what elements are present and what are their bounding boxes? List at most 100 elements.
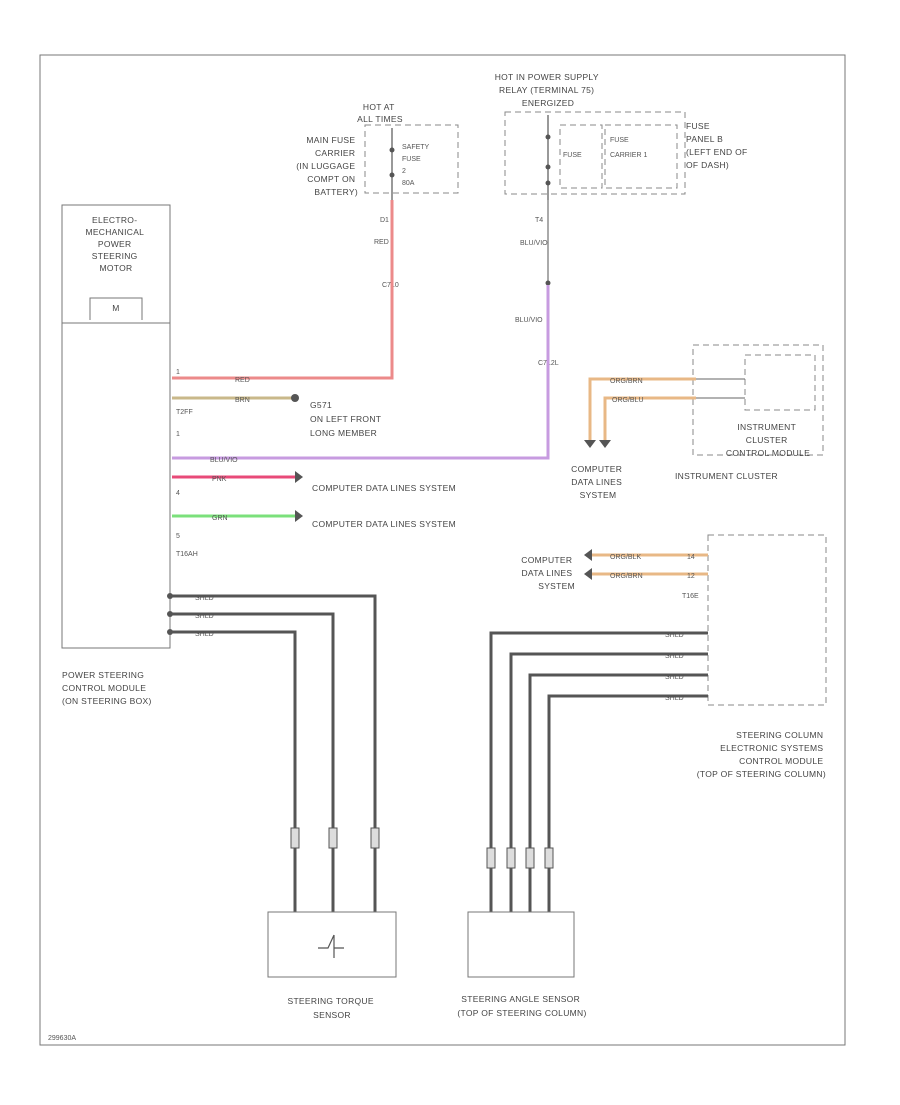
cdls-stack-label-1: COMPUTER DATA LINES SYSTEM [571,464,625,500]
wire-sensor-1 [172,594,377,912]
wire-label-shld: SHLD [665,695,684,702]
steering-torque-sensor-label: STEERING TORQUE SENSOR [287,996,376,1020]
wire-label-bu-vi: BLU/VIO [210,457,238,464]
wire-label-shld: SHLD [195,613,214,620]
fuse-carrier-mid-label: FUSE CARRIER 1 [610,137,647,159]
safety-fuse-label: SAFETY FUSE 2 80A [402,144,431,187]
pin-terminal [167,611,173,617]
wire-label-org-blu: ORG/BLU [612,397,644,404]
wire-label-red: RED [235,377,250,384]
wire-blu-vio [172,285,550,460]
wire-label-shld: SHLD [665,674,684,681]
fuse-terminal [545,134,551,140]
wire-label-shld: SHLD [195,595,214,602]
wire-angle-3 [528,673,708,912]
motor-symbol: M [112,303,119,313]
connector-marker [328,827,338,849]
instrument-cluster-box [692,344,824,456]
pin-5: 5 [176,533,180,540]
connector-marker [370,827,380,849]
motor-label: ELECTRO- MECHANICAL POWER STEERING MOTOR [85,215,146,273]
connector-marker [544,847,554,869]
connector-marker [506,847,516,869]
wire-label-org-brn: ORG/BRN [610,378,643,385]
wire-angle-4 [547,694,708,912]
splice-point [545,280,551,286]
pin-14: 14 [687,554,695,561]
cdls-label-1: COMPUTER DATA LINES SYSTEM [312,483,456,493]
wire-org-brn [588,377,696,440]
main-fuse-label: MAIN FUSE CARRIER (IN LUGGAGE COMPT ON B… [296,135,358,197]
connector-marker [290,827,300,849]
connector-c710: C710 [382,282,399,289]
fuse-small-box [559,124,603,189]
steering-angle-sensor-label: STEERING ANGLE SENSOR (TOP OF STEERING C… [457,994,586,1018]
connector-t16ah: T16AH [176,551,198,558]
wire-label-pnk: PNK [212,476,227,483]
wire-label-shld: SHLD [195,631,214,638]
instrument-cluster-inner-label: INSTRUMENT CLUSTER CONTROL MODULE [726,422,810,458]
fuse-carrier-1-box [604,124,678,189]
wire-label-org-blk: ORG/BLK [610,554,641,561]
cdls-stack-label-2: COMPUTER DATA LINES SYSTEM [521,555,575,591]
fuse-terminal [545,180,551,186]
wire-sensor-2 [172,612,335,912]
pin-terminal [167,593,173,599]
fuse-panel-b-outline [504,111,686,195]
hot-at-all-times-label: HOT AT ALL TIMES [357,102,403,124]
pin-12: 12 [687,573,695,580]
ground-label: G571 ON LEFT FRONT LONG MEMBER [310,400,384,438]
instrument-cluster-label: INSTRUMENT CLUSTER [675,471,778,481]
pscm-box [61,322,171,649]
sensor-symbol-icon [318,934,344,958]
fuse-terminal [389,172,395,178]
arrow-down-icon [584,440,596,448]
footer-code: 299630A [48,1035,76,1042]
arrow-left-icon [584,568,592,580]
wire-label-shld: SHLD [665,632,684,639]
cdls-label-2: COMPUTER DATA LINES SYSTEM [312,519,456,529]
diagram-frame [39,54,846,1046]
terminal-d1: D1 [380,217,389,224]
fuse-small-label: FUSE [563,152,582,159]
wire-sensor-3 [172,630,297,912]
wire-label-shld: SHLD [665,653,684,660]
pscm-label: POWER STEERING CONTROL MODULE (ON STEERI… [62,670,152,706]
instrument-cluster-inner [744,354,816,411]
pin-terminal [167,629,173,635]
steering-torque-sensor-box [267,911,397,978]
arrow-icon [295,471,303,483]
wire-label-brn: BRN [235,397,250,404]
connector-t2ff: T2FF [176,409,193,416]
pin-1: 1 [176,369,180,376]
wire-angle-1 [489,631,708,912]
connector-marker [525,847,535,869]
wire-label-org-brn-2: ORG/BRN [610,573,643,580]
arrow-left-icon [584,549,592,561]
wire-label-bu-vi-upper: BLU/VIO [520,240,548,247]
motor-symbol-frame [89,297,143,320]
wire-label-bu-vi-lower: BLU/VIO [515,317,543,324]
fuse-terminal [389,147,395,153]
wire-angle-2 [509,652,708,912]
wire-label-grn: GRN [212,515,228,522]
fuse-terminal [545,164,551,170]
hot-in-power-supply-label: HOT IN POWER SUPPLY RELAY (TERMINAL 75) … [495,72,602,108]
pin-2: 1 [176,431,180,438]
arrow-down-icon [599,440,611,448]
sccm-label: STEERING COLUMN ELECTRONIC SYSTEMS CONTR… [697,730,826,779]
arrow-icon [295,510,303,522]
connector-marker [486,847,496,869]
sccm-box [707,534,827,706]
wire-org-blu [603,396,696,440]
steering-angle-sensor-box [467,911,575,978]
terminal-t4: T4 [535,217,543,224]
fuse-panel-b-label: FUSE PANEL B (LEFT END OF OF DASH) [686,121,750,170]
ground-terminal [291,394,299,402]
connector-t16e: T16E [682,593,699,600]
wire-red [172,200,394,380]
wire-label-red-top: RED [374,239,389,246]
pin-4: 4 [176,490,180,497]
